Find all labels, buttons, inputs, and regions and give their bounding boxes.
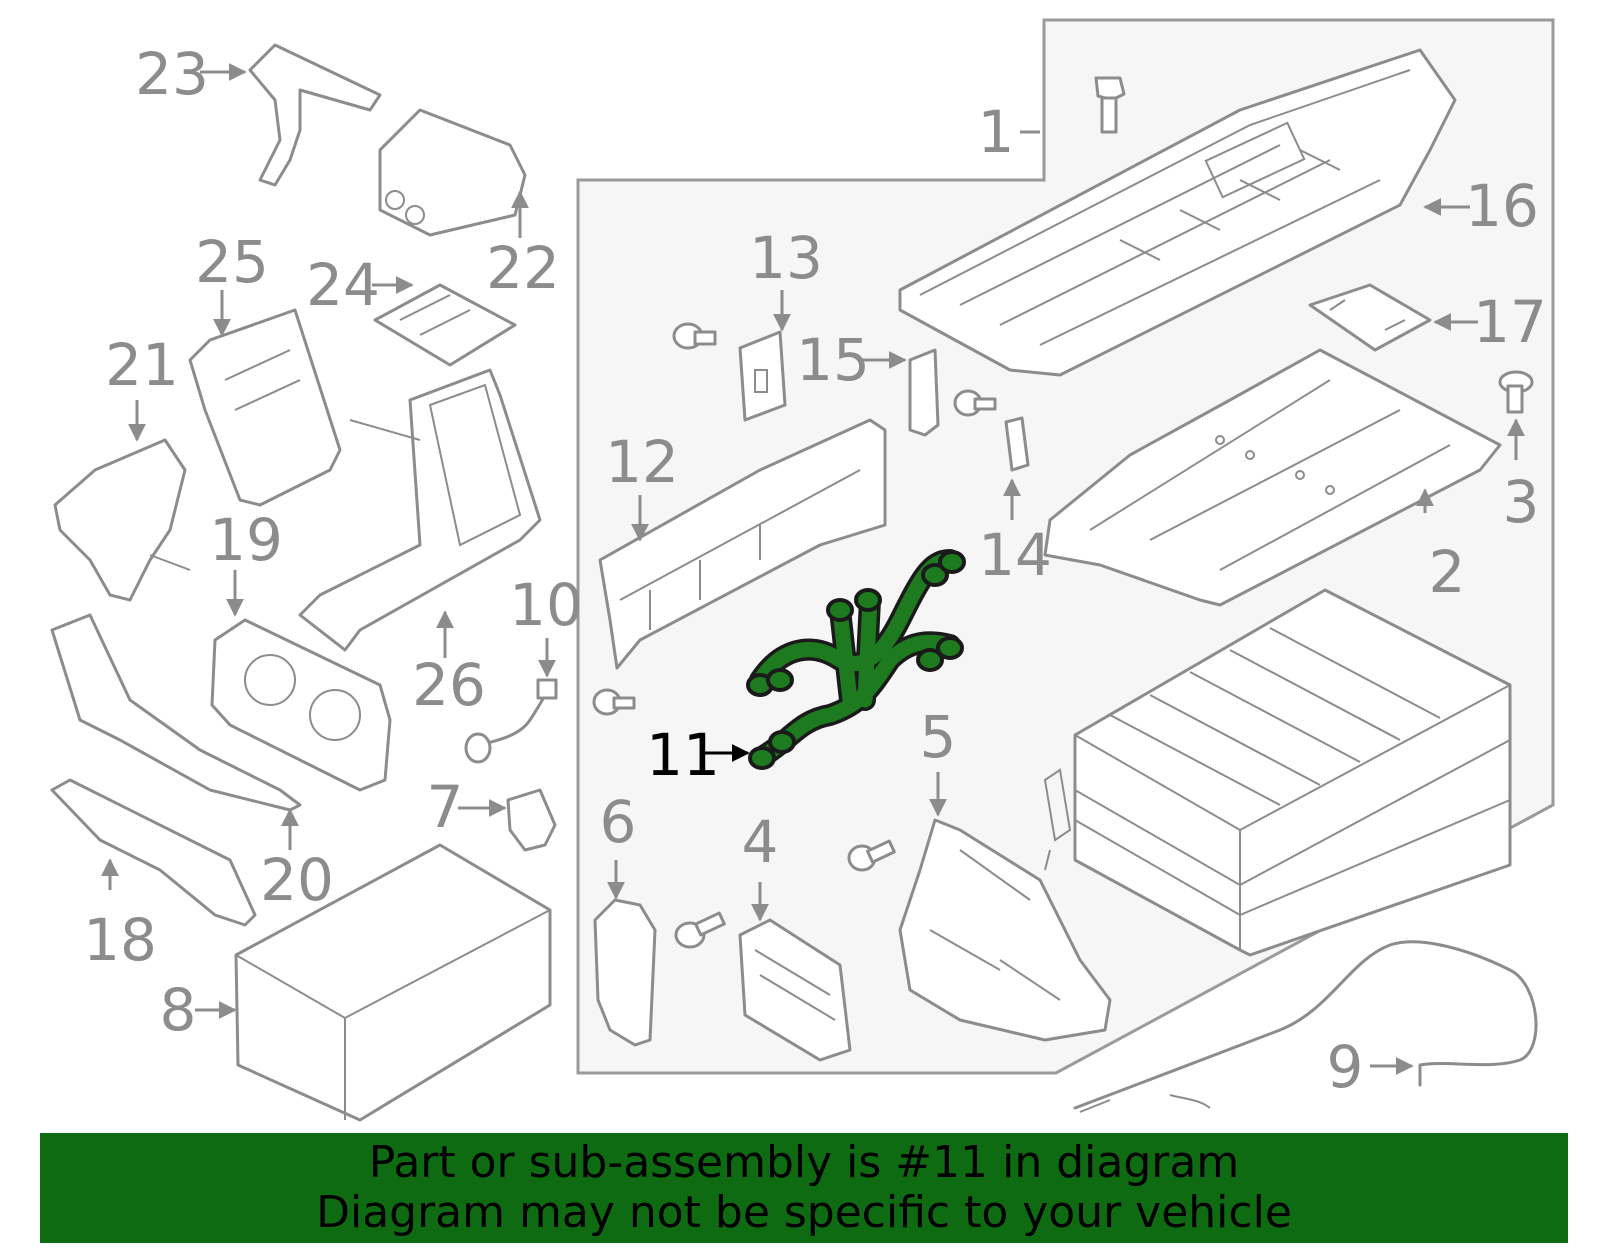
banner-line-2: Diagram may not be specific to your vehi… — [316, 1187, 1292, 1238]
part-21-blower — [53, 438, 191, 602]
part-9-wire-harness — [1073, 940, 1538, 1113]
part-19-fan-housing — [210, 618, 392, 792]
part-11-coolant-hose-assembly — [746, 549, 966, 770]
callout-arrows — [101, 63, 1525, 1075]
battery-cell-stack — [1043, 588, 1512, 957]
part-3-bolt — [1498, 370, 1534, 414]
part-13-bracket — [738, 330, 787, 422]
callout-18: 18 — [83, 906, 157, 974]
callout-5: 5 — [920, 703, 957, 771]
part-26-frame — [298, 368, 542, 652]
part-18-duct — [50, 778, 257, 927]
bolt-15 — [953, 389, 997, 417]
callout-1: 1 — [978, 98, 1015, 166]
callout-4: 4 — [742, 808, 779, 876]
callout-19: 19 — [209, 506, 283, 574]
part-12-module — [598, 418, 887, 670]
callout-26: 26 — [412, 651, 486, 719]
part-24-pad — [373, 283, 517, 367]
bolt-12 — [592, 688, 636, 716]
bolt-13 — [672, 322, 717, 350]
callout-10: 10 — [509, 571, 583, 639]
part-25-controller — [188, 308, 342, 507]
callout-15: 15 — [796, 326, 870, 394]
part-23-bracket — [248, 43, 382, 187]
banner-line-1: Part or sub-assembly is #11 in diagram — [368, 1137, 1240, 1188]
callout-24: 24 — [306, 251, 380, 319]
part-8-enclosure — [234, 843, 552, 1122]
bolt-4 — [674, 911, 726, 949]
callout-17: 17 — [1473, 288, 1547, 356]
part-22-module — [378, 108, 527, 237]
callout-13: 13 — [749, 224, 823, 292]
bolt-5 — [847, 839, 896, 872]
part-14-sensor — [1004, 416, 1030, 472]
part-4-module — [738, 918, 852, 1062]
callout-12: 12 — [605, 428, 679, 496]
callout-2: 2 — [1429, 538, 1466, 606]
callout-9: 9 — [1327, 1033, 1364, 1101]
callout-6: 6 — [600, 788, 637, 856]
callout-22: 22 — [486, 234, 560, 302]
part-10-cable — [464, 678, 558, 764]
part-16-upper-tray — [898, 48, 1457, 377]
part-7-connector — [506, 788, 557, 852]
callout-3: 3 — [1503, 468, 1540, 536]
part-17-label — [1308, 283, 1432, 352]
callout-25: 25 — [195, 228, 269, 296]
bolt-top — [1094, 76, 1126, 134]
callout-11-highlighted: 11 — [646, 721, 720, 789]
callout-8: 8 — [160, 976, 197, 1044]
callout-16: 16 — [1465, 172, 1539, 240]
info-banner: Part or sub-assembly is #11 in diagram D… — [40, 1133, 1568, 1243]
callout-7: 7 — [427, 773, 464, 841]
part-15-bracket — [908, 348, 940, 437]
callout-labels: 1 2 3 4 5 6 7 8 9 10 11 12 13 14 15 16 1… — [83, 40, 1547, 1101]
part-2-cover — [1043, 348, 1502, 607]
callout-23: 23 — [135, 40, 209, 108]
callout-20: 20 — [260, 846, 334, 914]
part-5-junction-box — [898, 818, 1112, 1042]
callout-21: 21 — [105, 331, 179, 399]
callout-14: 14 — [978, 521, 1052, 589]
part-6-cover — [593, 898, 657, 1047]
part-20-duct — [50, 613, 302, 812]
